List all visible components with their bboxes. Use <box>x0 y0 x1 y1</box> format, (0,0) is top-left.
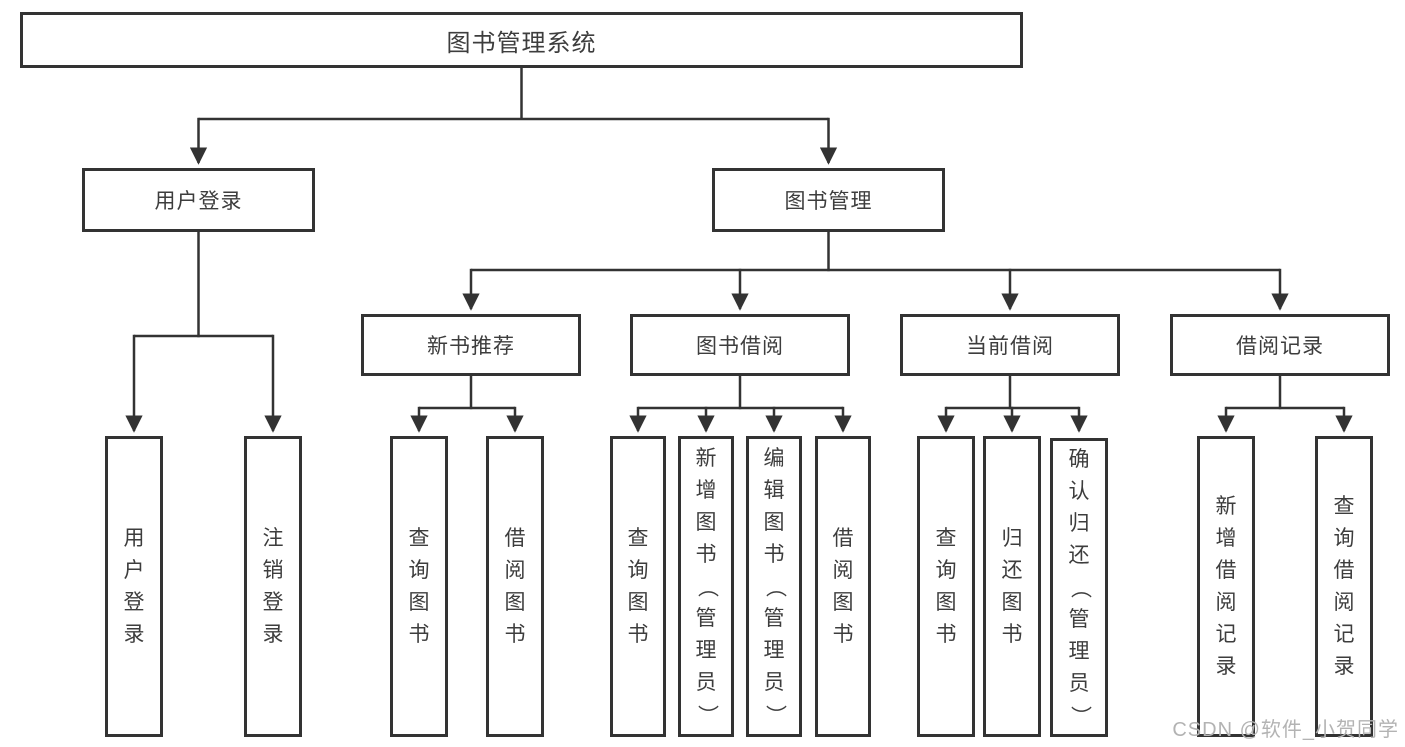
node-nb-borrow-books: 借阅图书 <box>486 436 544 737</box>
node-label: 用户登录 <box>154 190 243 213</box>
node-label: 编辑图书（管理员） <box>763 446 786 726</box>
node-label: 新增图书（管理员） <box>695 446 718 726</box>
node-label: 借阅记录 <box>1236 335 1324 358</box>
node-borrowing-records: 借阅记录 <box>1170 314 1390 376</box>
connector-book-borrow-children <box>629 376 852 433</box>
connector-new-book-rec-children <box>410 376 524 433</box>
node-label: 借阅图书 <box>504 526 526 646</box>
node-label: 确认归还（管理员） <box>1068 447 1091 727</box>
node-label: 注销登录 <box>262 526 284 646</box>
node-new-book-recommend: 新书推荐 <box>361 314 581 376</box>
node-label: 查询图书 <box>408 526 430 646</box>
node-bb-borrow-books: 借阅图书 <box>815 436 871 737</box>
node-label: 新增借阅记录 <box>1215 494 1237 678</box>
connector-user-login-children <box>125 232 282 433</box>
node-label: 查询借阅记录 <box>1333 494 1355 678</box>
connector-borrow-records-children <box>1217 376 1353 433</box>
node-label: 新书推荐 <box>427 335 515 358</box>
node-label: 当前借阅 <box>966 335 1054 358</box>
node-br-query-record: 查询借阅记录 <box>1315 436 1373 737</box>
node-bb-add-books-admin: 新增图书（管理员） <box>678 436 734 737</box>
node-label: 查询图书 <box>627 526 649 646</box>
csdn-watermark: CSDN @软件_小贺同学 <box>1172 719 1399 741</box>
connector-root-to-level2 <box>189 68 838 165</box>
node-br-add-record: 新增借阅记录 <box>1197 436 1255 737</box>
node-book-borrowing: 图书借阅 <box>630 314 850 376</box>
node-user-login-leaf: 用户登录 <box>105 436 163 737</box>
node-label: 查询图书 <box>935 526 957 646</box>
node-label: 用户登录 <box>123 526 145 646</box>
node-cb-return-books: 归还图书 <box>983 436 1041 737</box>
node-bb-edit-books-admin: 编辑图书（管理员） <box>746 436 802 737</box>
node-user-login-branch: 用户登录 <box>82 168 315 232</box>
node-cb-confirm-return-admin: 确认归还（管理员） <box>1050 438 1108 737</box>
connector-current-borrow-children <box>937 376 1088 433</box>
connector-book-mgmt-sections <box>462 232 1289 311</box>
node-library-management-system: 图书管理系统 <box>20 12 1023 68</box>
node-label: 归还图书 <box>1001 526 1023 646</box>
node-logout: 注销登录 <box>244 436 302 737</box>
node-label: 借阅图书 <box>832 526 854 646</box>
node-label: 图书借阅 <box>696 335 784 358</box>
node-book-management-branch: 图书管理 <box>712 168 945 232</box>
node-nb-query-books: 查询图书 <box>390 436 448 737</box>
node-bb-query-books: 查询图书 <box>610 436 666 737</box>
node-cb-query-books: 查询图书 <box>917 436 975 737</box>
node-current-borrowing: 当前借阅 <box>900 314 1120 376</box>
node-label: 图书管理系统 <box>446 29 597 57</box>
node-label: 图书管理 <box>784 190 873 213</box>
